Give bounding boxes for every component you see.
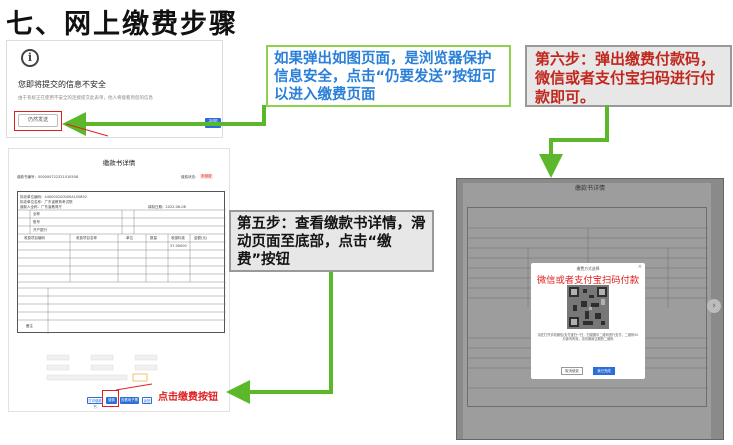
receipt-table: 执收单位编码：440000200000A100852 执收单位名称：广东省教育考… — [17, 191, 226, 334]
pay-button[interactable]: 缴费 — [106, 397, 117, 404]
label-fullname: 全称 — [33, 212, 40, 216]
fill-date: 填制日期：2022-06-08 — [148, 205, 186, 209]
send-anyway-button[interactable]: 仍然发送 — [18, 114, 58, 127]
send-anyway-highlight — [14, 111, 62, 131]
print-receipt-button[interactable]: 打印缴款书 — [87, 397, 103, 409]
slide-title: 七、网上缴费步骤 — [6, 9, 238, 40]
modal-instructions: 请在打开手机微信/支付宝扫一扫，扫描图中二维码进行支付，二维码30分钟内有效，请… — [537, 333, 639, 342]
payment-code-screenshot: 缴款书详情 — [456, 178, 724, 440]
click-pay-hint: 点击缴费按钮 — [158, 392, 218, 403]
back-button[interactable]: 返回 — [205, 118, 221, 128]
label-remark: 备注 — [26, 324, 33, 328]
col-item-code: 收费项目编码 — [24, 236, 45, 240]
modal-heading: 缴费方式选择 — [576, 266, 600, 271]
arrow-to-detail-screenshot — [226, 272, 333, 404]
browser-warning-callout: 如果弹出如图页面，是浏览器保护信息安全，点击“仍要发送”按钮可以进入缴费页面 — [266, 45, 511, 107]
payment-code-modal: 缴费方式选择 × 微信或者支付宝扫码付款 — [531, 263, 645, 379]
status-label: 缴费状态： — [181, 175, 199, 179]
warning-heading: 您即将提交的信息不安全 — [18, 80, 106, 89]
table-grid — [18, 209, 226, 334]
qr-code-icon — [567, 285, 609, 329]
payer-name: 缴款人全称：广东省教育厅 — [20, 205, 62, 209]
col-qty: 数量 — [150, 236, 157, 240]
cancel-payment-button[interactable]: 取消缴费 — [561, 367, 583, 375]
col-item-name: 收费项目名称 — [76, 236, 97, 240]
pay-button-highlight — [102, 390, 119, 407]
col-standard: 收缴标准 — [171, 236, 185, 240]
detail-page-title: 缴款书详情 — [102, 159, 136, 167]
arrow-to-pay-screenshot — [539, 105, 609, 178]
unit-code: 执收单位编码：440000200000A100852 — [20, 195, 87, 199]
detail-back-button[interactable]: 返回 — [142, 397, 152, 404]
payment-done-button[interactable]: 我已完成 — [593, 367, 615, 375]
step5-callout: 第五步：查看缴款书详情，滑动页面至底部，点击“缴费”按钮 — [229, 210, 434, 272]
close-icon[interactable]: × — [637, 264, 642, 270]
step6-callout: 第六步：弹出缴费付款码，微信或者支付宝扫码进行付款即可。 — [525, 45, 732, 107]
label-account: 账号 — [33, 220, 40, 224]
col-unit: 单位 — [126, 236, 133, 240]
warning-message: 由于系统正在使用不安全的连接提交此表单，他人将能看到您的信息 — [18, 96, 153, 101]
amount-value: 37.00000 — [170, 244, 187, 248]
status-badge: 未缴费 — [200, 174, 213, 179]
payment-detail-screenshot: 缴款书详情 缴款书编号：000000722321010508 缴费状态： 未缴费 — [8, 148, 230, 412]
next-arrow-icon[interactable]: › — [707, 299, 721, 313]
unit-name: 执收单位名称：广东省教育考试院 — [20, 200, 73, 204]
view-e-receipt-button[interactable]: 查看电子票据 — [120, 397, 139, 409]
form-fields-area — [46, 354, 158, 382]
info-icon: i — [21, 49, 39, 67]
payment-code-page-title: 缴款书详情 — [574, 185, 605, 192]
label-bank: 开户银行 — [33, 228, 47, 232]
receipt-number: 缴款书编号：000000722321010508 — [17, 175, 79, 179]
col-amount: 金额(元) — [194, 236, 208, 240]
modal-pay-title: 微信或者支付宝扫码付款 — [536, 275, 640, 286]
